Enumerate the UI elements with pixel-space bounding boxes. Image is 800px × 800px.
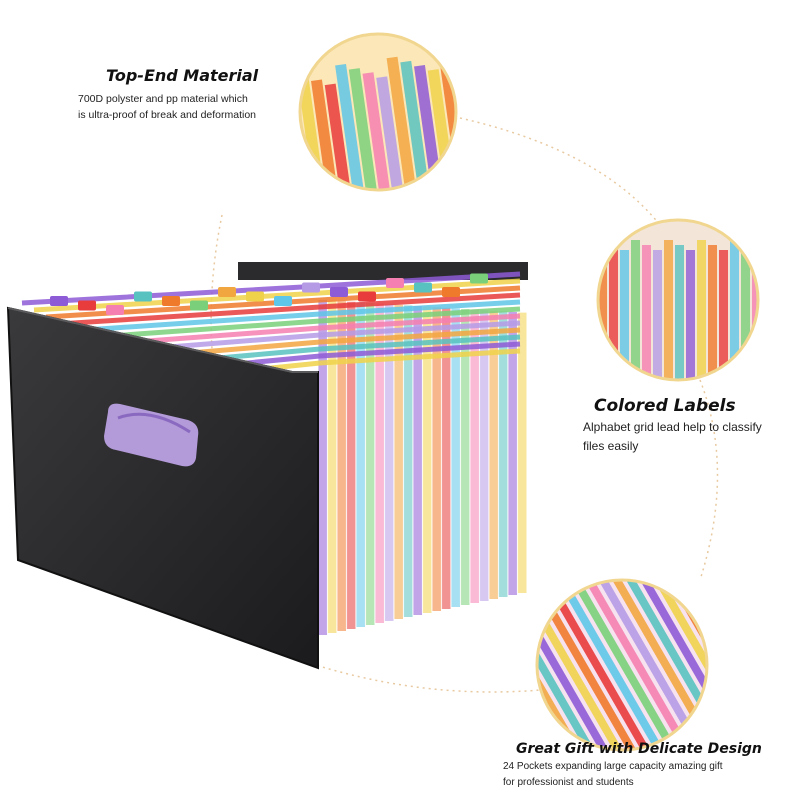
stripe (708, 245, 717, 380)
stripe (642, 245, 651, 380)
stripe (763, 240, 772, 390)
index-tab (358, 291, 376, 302)
stripe (664, 240, 673, 380)
front-cover-rim (7, 307, 318, 373)
feature-desc-line: files easily (583, 439, 639, 454)
pocket-side (413, 306, 422, 615)
pocket-side (346, 301, 356, 629)
pocket-side (508, 312, 517, 595)
stripe (588, 580, 707, 750)
pocket-side (432, 307, 441, 611)
pocket-side (403, 305, 413, 617)
pocket-side (460, 309, 470, 605)
stripe (324, 83, 357, 190)
dotted-connector-arc-2 (299, 659, 541, 693)
index-tab (134, 291, 152, 302)
feature-desc-gift: 24 Pockets expanding large capacity amaz… (503, 759, 723, 791)
index-tab (386, 278, 404, 288)
stripe (675, 245, 684, 380)
pocket-side (394, 304, 403, 619)
stripe (578, 580, 701, 750)
stripe (719, 250, 728, 380)
stripe (686, 250, 695, 380)
stripe (546, 583, 669, 750)
stripe (537, 601, 638, 750)
feature-title-gift: Great Gift with Delicate Design (516, 741, 762, 757)
stripe (631, 240, 640, 380)
dotted-connector-arc (210, 117, 719, 601)
feature-desc-labels: Alphabet grid lead help to classify file… (583, 418, 762, 456)
feature-desc-line: Alphabet grid lead help to classify (583, 420, 762, 434)
index-tab (274, 296, 292, 306)
stripe (451, 53, 456, 190)
pocket-side (517, 312, 527, 593)
index-tab (330, 287, 348, 297)
feature-desc-line: for professionist and students (503, 777, 634, 788)
index-tab (218, 287, 236, 297)
pocket-side (337, 301, 346, 631)
stripe (567, 580, 690, 750)
index-tab (78, 300, 96, 311)
index-tab (442, 287, 460, 297)
stripe (620, 250, 629, 380)
stripe (752, 250, 758, 380)
pocket-side (375, 303, 384, 623)
divider-sheet (33, 278, 521, 313)
index-tab (414, 282, 432, 293)
divider-sheet (93, 313, 521, 348)
pocket-side (479, 310, 489, 601)
pocket-side (365, 303, 375, 625)
stripe (697, 240, 706, 380)
divider-sheet (57, 292, 521, 327)
stripe (537, 589, 659, 750)
stripe (348, 68, 381, 190)
index-tab (106, 305, 124, 315)
divider-sheet (69, 299, 521, 334)
handle-cutout (104, 403, 199, 467)
index-tab (302, 282, 320, 293)
feature-desc-line: is ultra-proof of break and deformation (78, 109, 257, 122)
pocket-side (489, 310, 498, 599)
index-tab (246, 291, 264, 302)
index-tab (50, 296, 68, 306)
stripe (609, 245, 618, 380)
feature-title-labels: Colored Labels (594, 396, 736, 416)
stripe (741, 245, 750, 380)
stripe (619, 580, 707, 745)
pocket-side (318, 300, 327, 635)
pocket-side (441, 307, 451, 609)
index-tab (190, 300, 208, 311)
stripe (537, 595, 649, 750)
index-tab (162, 296, 180, 306)
stripe (335, 63, 367, 190)
pocket-side (356, 302, 365, 627)
pocket-side (470, 309, 479, 603)
pocket-side (451, 308, 460, 607)
stripe (653, 250, 662, 380)
pocket-side (422, 306, 432, 613)
stripe (598, 580, 707, 750)
pocket-side (327, 300, 337, 633)
stripe (362, 72, 395, 190)
stripe (537, 607, 628, 750)
feature-desc-line: 700D polyster and pp material which (78, 93, 248, 105)
feature-desc-line: 24 Pockets expanding large capacity amaz… (503, 761, 723, 772)
pocket-side (498, 311, 508, 597)
stripe (386, 56, 419, 190)
index-tab (470, 273, 488, 284)
stripe (557, 580, 680, 750)
pocket-side (384, 304, 394, 621)
zoom-circle-middle (598, 220, 772, 390)
stripe (311, 79, 343, 190)
feature-title-material: Top-End Material (106, 66, 259, 85)
stripe (730, 240, 739, 380)
zoom-circle-bottom (537, 580, 707, 750)
stripe (537, 613, 617, 750)
colored-tabs (21, 271, 521, 383)
divider-sheet (81, 306, 521, 341)
stripe (598, 240, 607, 380)
feature-desc-material: 700D polyster and pp material which is u… (78, 91, 256, 124)
